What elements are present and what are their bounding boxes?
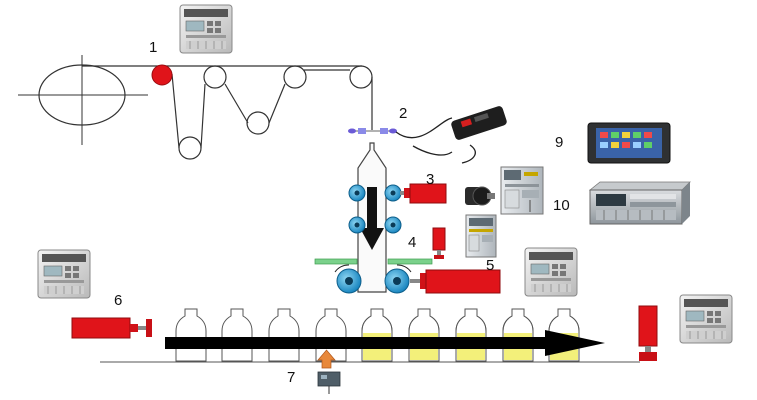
empty-bottle	[268, 308, 300, 362]
sealing-jaw-left	[314, 258, 358, 265]
empty-bottle	[175, 308, 207, 362]
pull-roller-right-upper	[384, 184, 402, 202]
pneumatic-cylinder-3	[400, 183, 447, 204]
inverter-icon	[37, 249, 91, 299]
hmi-touch-panel-icon	[587, 122, 671, 164]
filled-bottle	[502, 308, 534, 362]
film-reel	[18, 55, 148, 145]
label-3: 3	[426, 171, 434, 188]
sealing-jaw-right	[387, 258, 433, 265]
fiber-sensor-amplifier-icon	[395, 106, 507, 164]
dancer-roller	[151, 64, 173, 86]
label-6: 6	[114, 292, 122, 309]
conveyor-direction-arrow	[165, 330, 605, 356]
film-web-path	[82, 65, 373, 160]
inverter-icon	[524, 247, 578, 297]
pull-roller-right-lower	[384, 216, 402, 234]
fiber-sensor-head	[348, 128, 397, 134]
bottle-row	[175, 308, 580, 362]
pneumatic-cylinder-6	[71, 317, 152, 339]
pneumatic-cylinder-right	[638, 305, 658, 361]
servo-drive-icon	[465, 214, 497, 258]
pneumatic-cylinder-4	[432, 227, 446, 259]
label-1: 1	[149, 39, 157, 56]
servo-drive-icon	[500, 166, 544, 215]
empty-bottle	[221, 308, 253, 362]
pull-roller-left-lower	[348, 216, 366, 234]
sealing-roller-right	[384, 264, 412, 294]
photoelectric-sensor-icon	[317, 349, 341, 394]
label-2: 2	[399, 105, 407, 122]
label-4: 4	[408, 234, 416, 251]
plc-icon	[588, 181, 691, 225]
label-7: 7	[287, 369, 295, 386]
feed-direction-arrow	[360, 187, 384, 250]
inverter-icon	[179, 4, 233, 54]
label-5: 5	[486, 257, 494, 274]
inverter-icon	[679, 294, 733, 344]
pneumatic-cylinder-5	[410, 269, 501, 294]
filled-bottle	[455, 308, 487, 362]
servo-motor-icon	[465, 186, 495, 206]
label-10: 10	[553, 197, 570, 214]
filled-bottle	[361, 308, 393, 362]
filled-bottle	[408, 308, 440, 362]
sealing-roller-left	[334, 264, 362, 294]
empty-bottle	[315, 308, 347, 362]
pull-roller-left-upper	[348, 184, 366, 202]
label-9: 9	[555, 134, 563, 151]
